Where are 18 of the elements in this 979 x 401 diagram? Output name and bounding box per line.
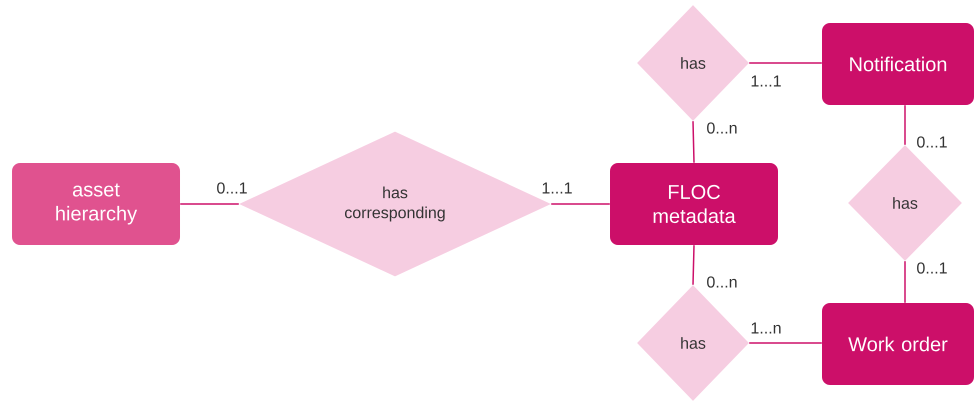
cardinality-label: 0...1 bbox=[917, 136, 947, 148]
entity-box: FLOC metadata bbox=[610, 163, 778, 245]
connector-line bbox=[180, 203, 239, 205]
cardinality-label: 0...n bbox=[707, 276, 737, 288]
connector-line bbox=[749, 62, 822, 64]
entity-box: Notification bbox=[822, 23, 974, 105]
entity-box: Work order bbox=[822, 303, 974, 385]
connector-line bbox=[692, 245, 695, 285]
connector-line bbox=[551, 203, 610, 205]
cardinality-label: 0...1 bbox=[917, 262, 947, 274]
connector-line bbox=[904, 105, 906, 145]
cardinality-label: 0...n bbox=[707, 122, 737, 134]
entity-box: asset hierarchy bbox=[12, 163, 180, 245]
connector-line bbox=[692, 121, 695, 163]
cardinality-label: 1...n bbox=[752, 322, 781, 334]
connector-line bbox=[749, 342, 822, 344]
connector-line bbox=[904, 261, 906, 303]
cardinality-label: 1...1 bbox=[752, 76, 781, 86]
